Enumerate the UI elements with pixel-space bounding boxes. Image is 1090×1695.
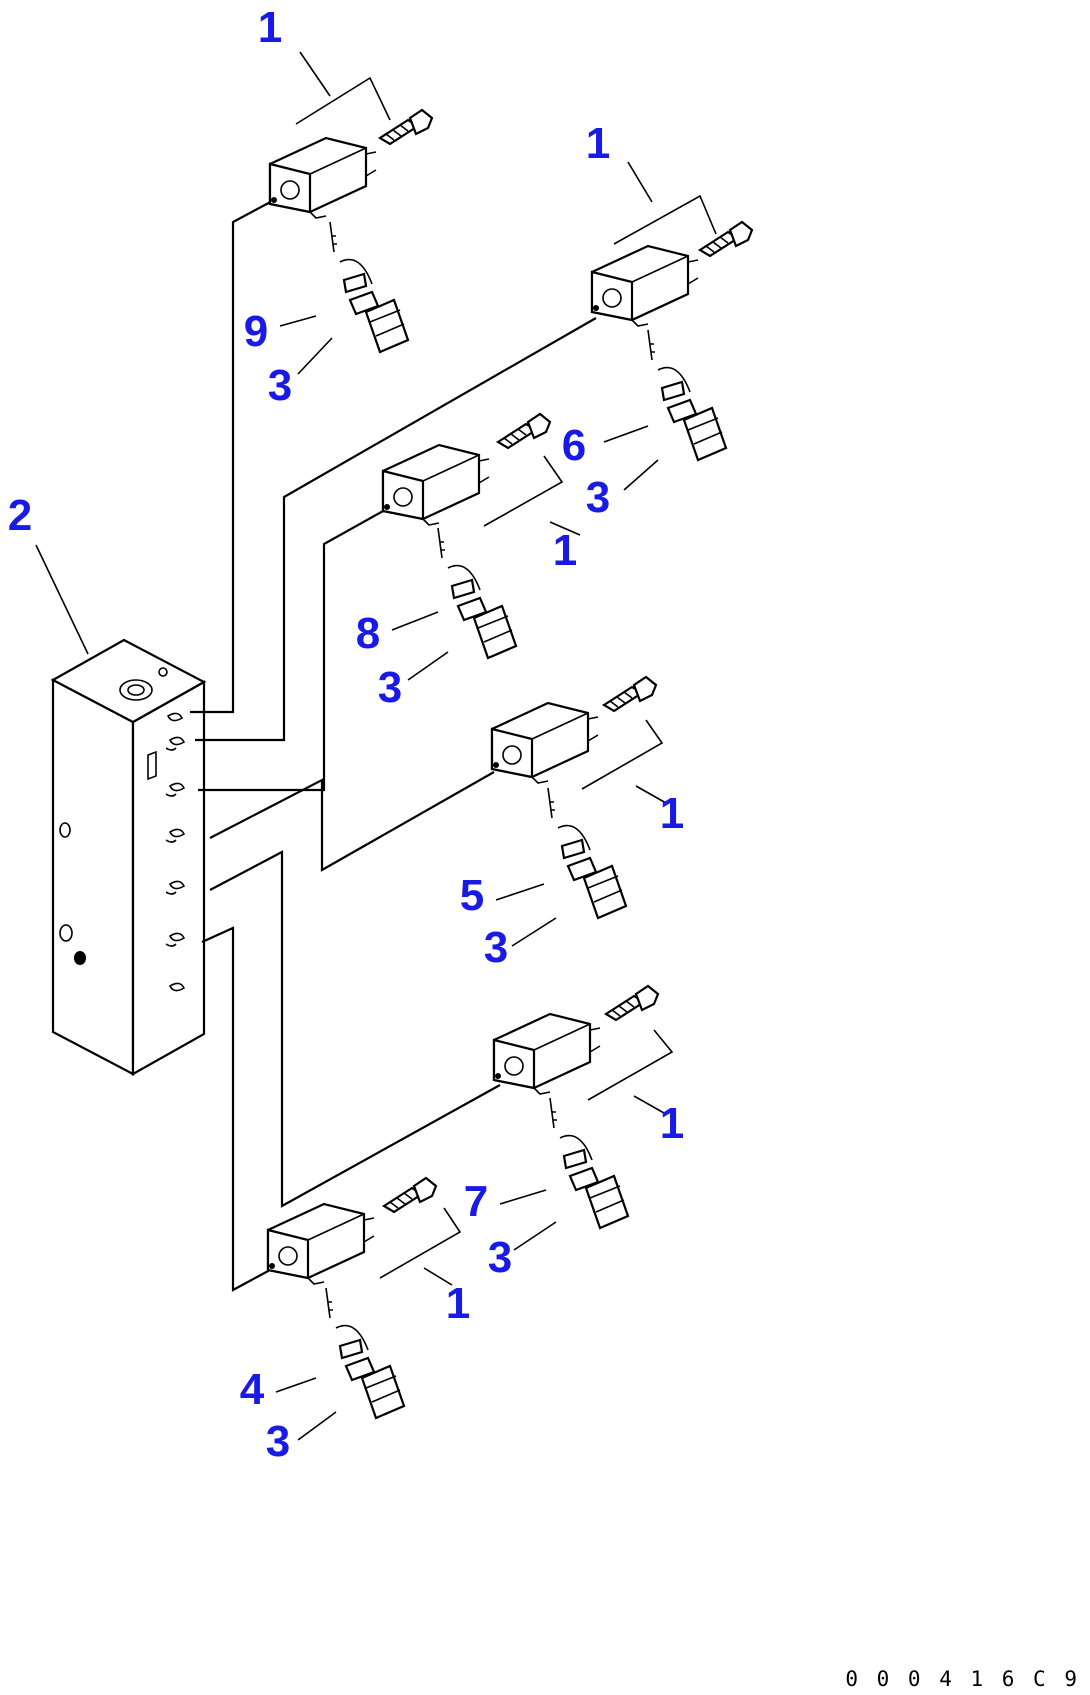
- callout-2: 2: [8, 491, 32, 540]
- solenoid-assembly-lower-right: [492, 984, 660, 1230]
- callout-1: 1: [446, 1279, 470, 1328]
- callout-3: 3: [586, 473, 610, 522]
- routing-lines: [190, 197, 597, 1292]
- callout-1: 1: [660, 1099, 684, 1148]
- drawing-code: 0 0 0 4 1 6 C 9: [845, 1667, 1080, 1691]
- solenoid-assembly-middle: [490, 675, 658, 920]
- callout-1: 1: [586, 119, 610, 168]
- callout-8: 8: [356, 609, 380, 658]
- valve-block: [50, 638, 207, 1076]
- callout-3: 3: [268, 361, 292, 410]
- callout-3: 3: [378, 663, 402, 712]
- callout-1: 1: [660, 789, 684, 838]
- leader-lines: [35, 51, 717, 1441]
- solenoid-assembly-top-right: [590, 220, 754, 462]
- solenoid-assembly-top-left: [268, 108, 434, 354]
- callout-1: 1: [553, 526, 577, 575]
- callout-3: 3: [266, 1417, 290, 1466]
- callout-3: 3: [484, 923, 508, 972]
- callout-9: 9: [244, 307, 268, 356]
- callout-4: 4: [240, 1365, 265, 1414]
- solenoid-assembly-bottom-left: [266, 1176, 438, 1420]
- callout-labels: 1 1 1 1 1 1 2 3 3 3 3 3 3 4 5 6 7 8 9: [8, 3, 684, 1466]
- callout-1: 1: [258, 3, 282, 52]
- solenoid-assembly-middle-upper: [381, 412, 552, 660]
- callout-6: 6: [562, 421, 586, 470]
- callout-7: 7: [464, 1177, 488, 1226]
- callout-5: 5: [460, 871, 484, 920]
- callout-3: 3: [488, 1233, 512, 1282]
